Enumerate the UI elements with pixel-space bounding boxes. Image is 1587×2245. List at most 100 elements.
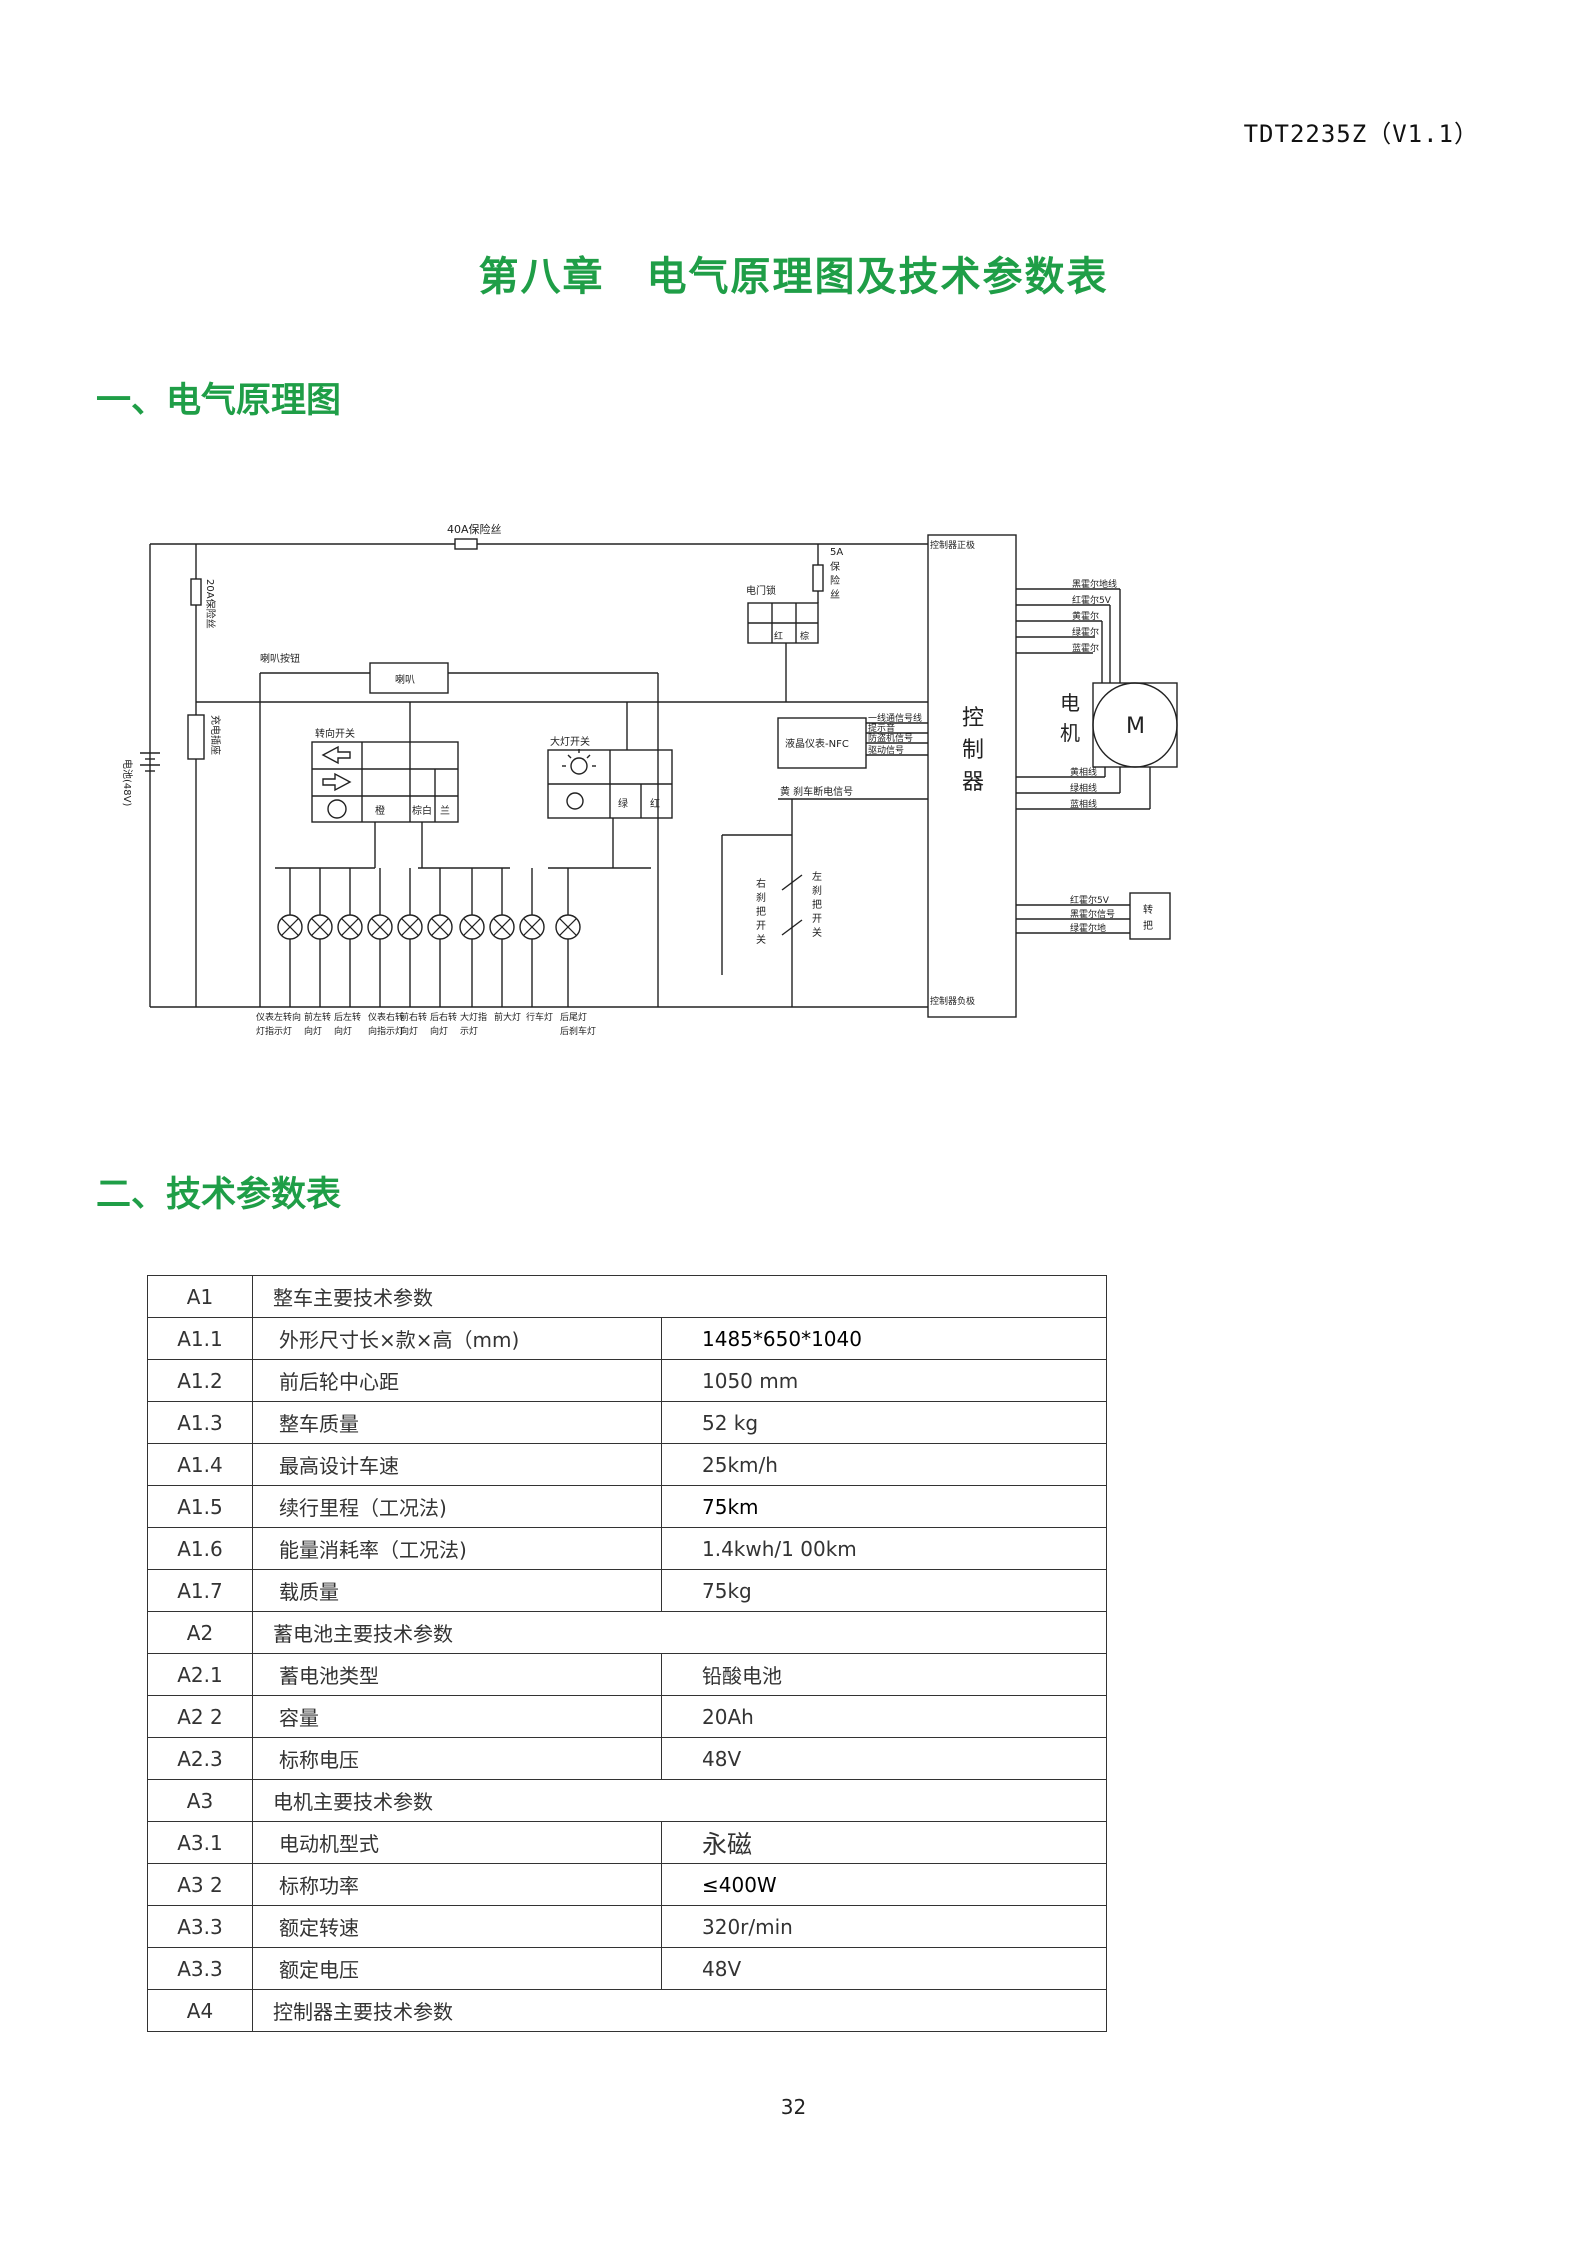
param-name: 整车质量 [252,1401,662,1444]
param-code: A2.1 [147,1653,253,1696]
right-brake-label: 右 [756,877,766,890]
hall-wire-label: 绿霍尔 [1072,626,1099,638]
left-brake-label: 开 [812,914,822,925]
param-code: A1.2 [147,1359,253,1402]
param-value: 75kg [661,1569,1107,1612]
param-name: 标称电压 [252,1737,662,1780]
right-brake-label: 把 [756,905,766,918]
phase-wire-label: 绿相线 [1070,782,1097,794]
controller-positive-label: 控制器正极 [930,539,975,551]
lamp-label: 前右转 [400,1011,427,1023]
param-name: 最高设计车速 [252,1443,662,1486]
param-value: 1.4kwh/1 00km [661,1527,1107,1570]
param-name: 额定转速 [252,1905,662,1948]
lcd-signal-label: 一线通信号线 [868,712,922,724]
battery-label: 电池(48V) [121,759,134,806]
lamp-label: 后尾灯 [560,1012,587,1023]
section-name: 控制器主要技术参数 [252,1989,1107,2032]
e-lock-label: 电门锁 [746,584,776,597]
param-name: 蓄电池类型 [252,1653,662,1696]
lamp-label: 向灯 [304,1025,322,1037]
controller-negative-label: 控制器负极 [930,995,975,1007]
lamp-label: 灯指示灯 [256,1025,292,1037]
param-value: 75km [661,1485,1107,1528]
fuse-5a-label: 丝 [830,589,840,601]
section-name: 蓄电池主要技术参数 [252,1611,1107,1654]
hall-wire-label: 黄霍尔 [1072,610,1099,622]
fuse-5a-label: 险 [830,574,840,587]
e-lock-wire-label: 棕 [800,630,809,642]
param-name: 额定电压 [252,1947,662,1990]
lamp-label: 行车灯 [526,1011,553,1023]
param-code: A3.3 [147,1905,253,1948]
document-code: TDT2235Z（V1.1） [1243,120,1479,148]
param-code: A3.1 [147,1821,253,1864]
controller-label: 器 [962,770,984,795]
param-code: A1.6 [147,1527,253,1570]
fuse-5a-label: 5A [830,547,843,558]
fuse-20a-label: 20A保险丝 [204,579,217,629]
turn-switch-label: 转向开关 [315,727,355,740]
param-value: 48V [661,1737,1107,1780]
param-value: 永磁 [661,1821,1107,1864]
param-code: A3 2 [147,1863,253,1906]
param-value: 320r/min [661,1905,1107,1948]
throttle-wire-label: 绿霍尔地 [1070,922,1106,934]
param-code: A3.3 [147,1947,253,1990]
param-code: A1 [147,1275,253,1318]
param-value: 20Ah [661,1695,1107,1738]
lamp-label: 前大灯 [494,1011,521,1023]
chapter-title: 第八章 电气原理图及技术参数表 [478,254,1109,300]
controller-label: 控 [962,706,984,731]
param-code: A3 [147,1779,253,1822]
lamp-label: 大灯指 [460,1011,487,1023]
hall-wire-label: 红霍尔5V [1072,594,1112,606]
motor-label: 机 [1060,721,1080,745]
lamp-label: 向指示灯 [368,1025,404,1037]
lamp-label: 向灯 [430,1025,448,1037]
param-value: 52 kg [661,1401,1107,1444]
param-value: 25km/h [661,1443,1107,1486]
turn-wire-label: 棕白 [412,804,432,817]
lcd-signal-label: 驱动信号 [868,744,904,756]
throttle-wire-label: 黑霍尔信号 [1070,908,1115,920]
light-switch-label: 大灯开关 [550,735,590,748]
fuse-5a-label: 保 [830,560,840,573]
param-code: A1.4 [147,1443,253,1486]
lamp-label: 向灯 [334,1025,352,1037]
param-code: A1.3 [147,1401,253,1444]
lcd-signal-label: 防盗机信号 [868,732,913,744]
section-title-specs: 二、技术参数表 [96,1175,342,1215]
throttle-wire-label: 红霍尔5V [1070,894,1110,906]
param-code: A2.3 [147,1737,253,1780]
phase-wire-label: 黄相线 [1070,766,1097,778]
light-wire-label: 红 [650,797,660,810]
charger-label: 充电插座 [209,715,222,755]
throttle-label: 转 [1143,903,1153,916]
brake-signal-label: 黄 刹车断电信号 [780,785,853,798]
param-code: A2 2 [147,1695,253,1738]
horn-button-label: 喇叭按钮 [260,652,300,665]
lamp-label: 后右转 [430,1011,457,1023]
motor-label: 电 [1060,691,1080,715]
param-name: 电动机型式 [252,1821,662,1864]
param-name: 容量 [252,1695,662,1738]
section-name: 整车主要技术参数 [252,1275,1107,1318]
param-name: 载质量 [252,1569,662,1612]
phase-wire-label: 蓝相线 [1070,798,1097,810]
turn-wire-label: 兰 [440,804,450,817]
lamp-label: 后左转 [334,1011,361,1023]
